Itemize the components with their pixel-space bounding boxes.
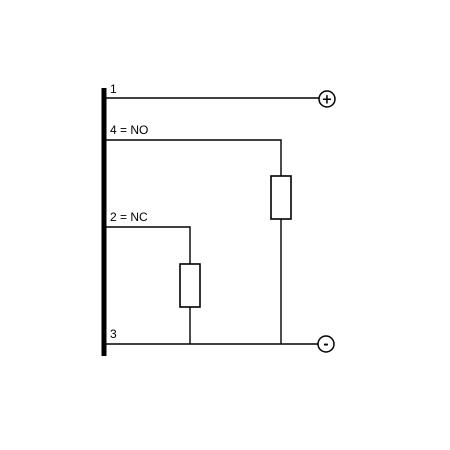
wire-pin4-no (104, 139, 282, 176)
resistor-nc (179, 263, 201, 308)
negative-sign: - (323, 338, 328, 353)
pin4-label: 4 = NO (110, 123, 148, 137)
pin2-label: 2 = NC (110, 210, 148, 224)
wire-pin2-nc (104, 226, 191, 264)
resistor-no (270, 175, 292, 220)
positive-terminal (318, 90, 336, 108)
pin3-label: 3 (110, 327, 117, 341)
pin1-label: 1 (110, 82, 117, 96)
positive-sign: + (322, 93, 333, 108)
negative-terminal (317, 335, 335, 353)
